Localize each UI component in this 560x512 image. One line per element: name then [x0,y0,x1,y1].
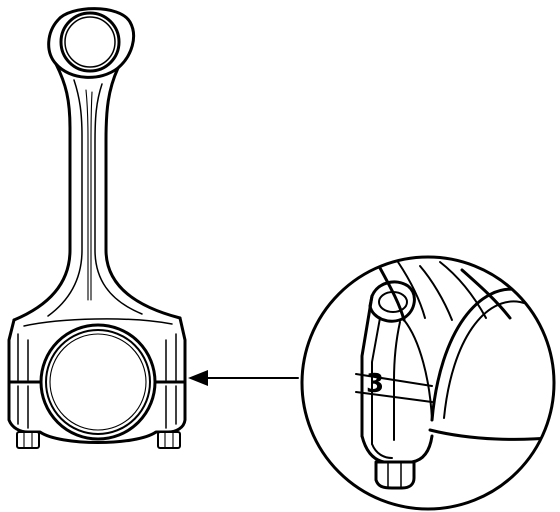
big-end [7,316,187,449]
small-end [47,7,135,79]
detail-magnifier-icon: 3 [300,255,556,511]
detail-nut [374,460,416,490]
rod-shank [12,62,182,322]
connecting-rod-icon [7,7,187,449]
cap-identification-mark: 3 [366,369,384,399]
cap-nut-left [16,431,40,449]
callout-arrow-icon [188,370,299,386]
oil-hole [368,280,416,323]
cap-nut-right [157,431,181,449]
